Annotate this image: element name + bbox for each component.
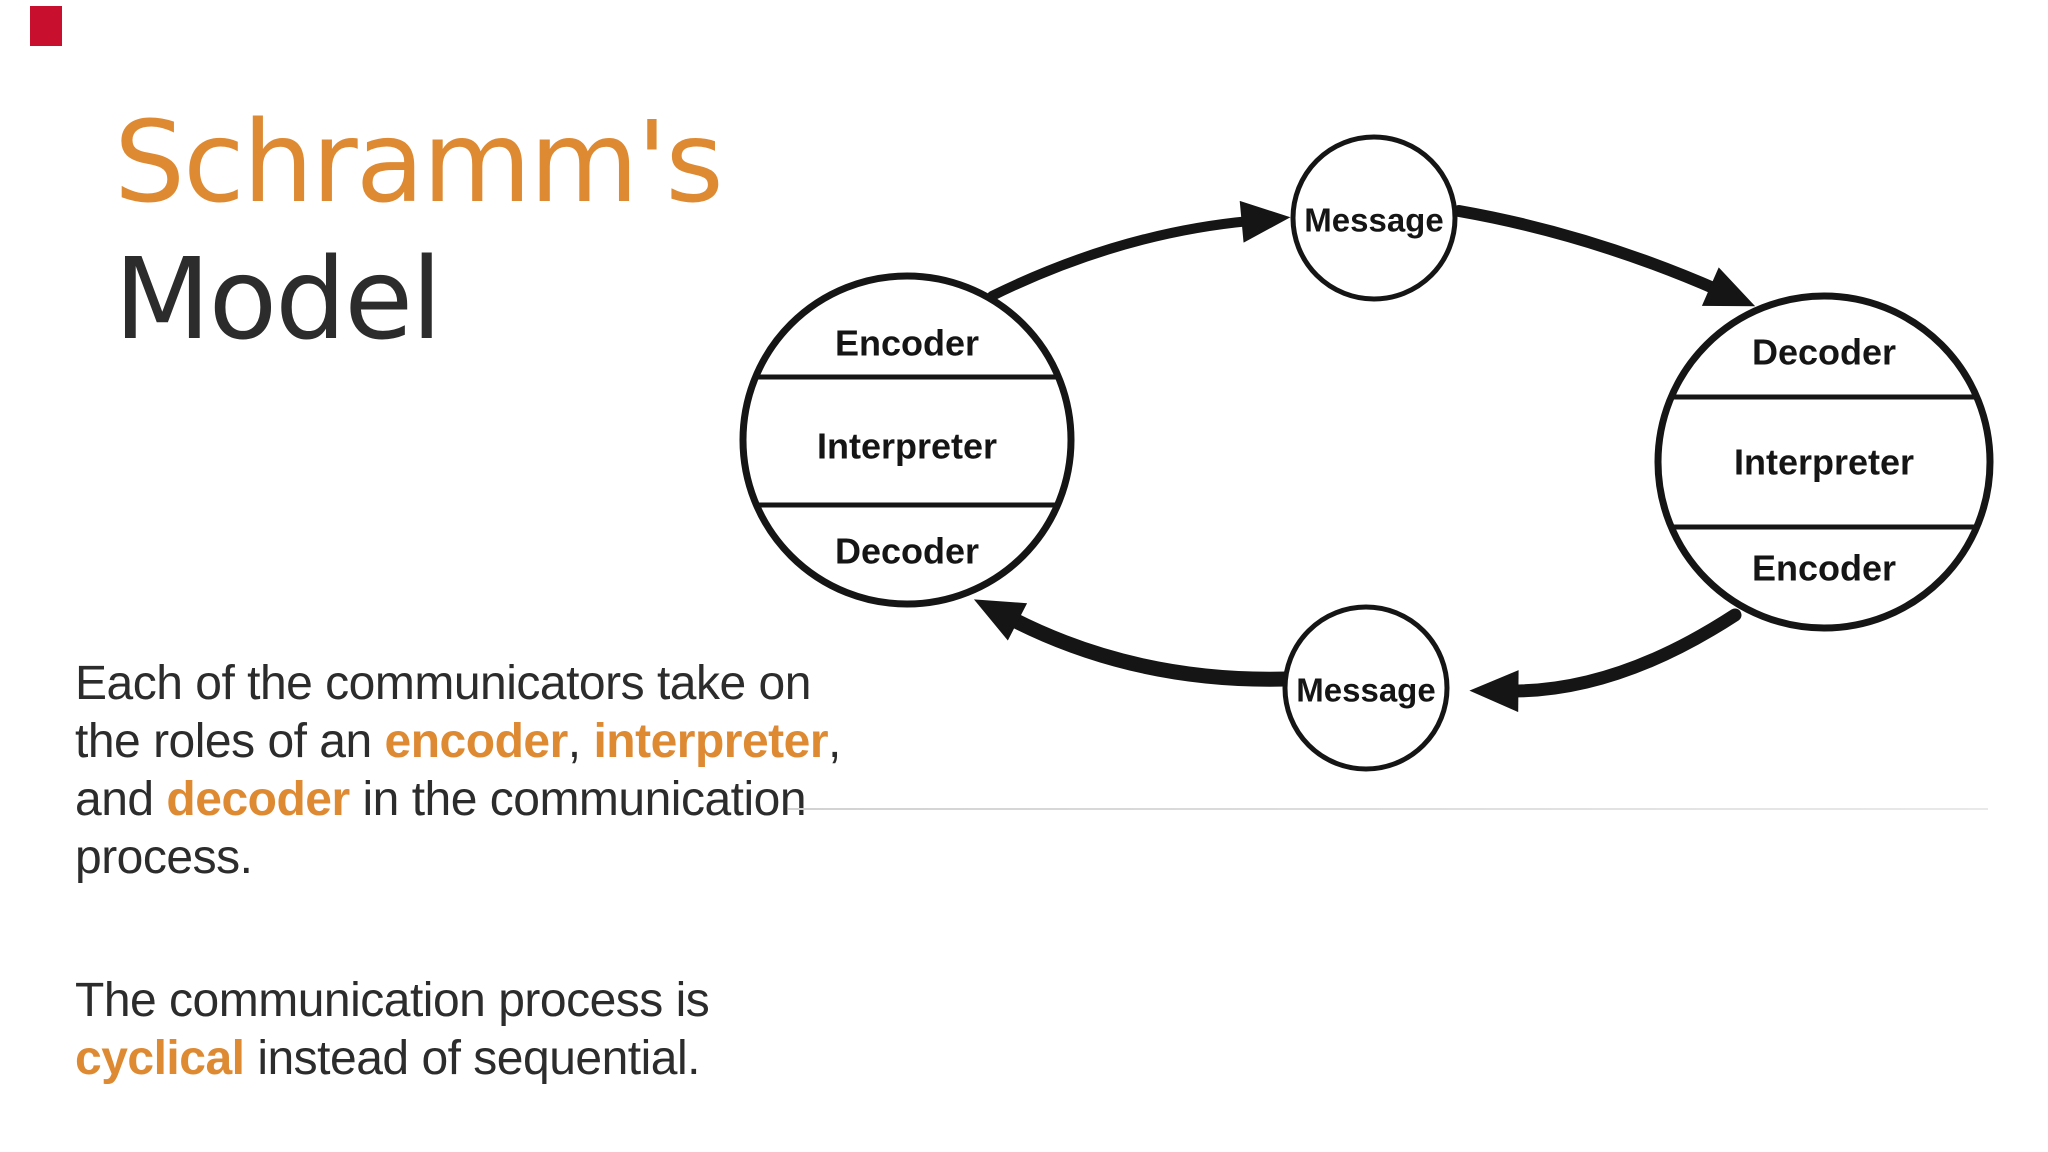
right-decoder-label: Decoder	[1752, 332, 1896, 373]
bottom-message-label: Message	[1296, 672, 1435, 709]
divider-line	[788, 808, 1988, 810]
text-segment: instead of sequential.	[244, 1032, 700, 1085]
left-decoder-label: Decoder	[835, 531, 979, 572]
top-message-circle	[1290, 134, 1458, 302]
text-segment: ,	[567, 715, 594, 768]
right-interpreter-label: Interpreter	[1734, 442, 1914, 483]
slide-title: Schramm's Model	[114, 95, 724, 369]
arrow-left-to-top-message	[987, 200, 1291, 301]
top-message-label: Message	[1304, 202, 1443, 239]
arrow-bottom-message-to-left	[973, 599, 1295, 687]
left-encoder-label: Encoder	[835, 323, 979, 364]
left-interpreter-label: Interpreter	[817, 426, 997, 467]
text-segment: the roles of an	[75, 715, 385, 768]
right-communicator-circle	[1654, 292, 1994, 632]
accent-term: decoder	[166, 773, 350, 826]
text-line: The communication process is	[75, 972, 710, 1030]
text-segment: The communication process is	[75, 974, 710, 1027]
red-marker	[30, 6, 62, 46]
right-encoder-label: Encoder	[1752, 548, 1896, 589]
text-line: and decoder in the communication	[75, 771, 841, 829]
text-line: the roles of an encoder, interpreter,	[75, 713, 841, 771]
text-segment: process.	[75, 831, 253, 884]
title-line-dark: Model	[114, 235, 442, 365]
text-segment: Each of the communicators take on	[75, 657, 811, 710]
accent-term: cyclical	[75, 1032, 245, 1085]
text-segment: and	[75, 773, 167, 826]
accent-term: interpreter	[593, 715, 829, 768]
arrow-right-to-bottom-message	[1469, 608, 1742, 713]
text-segment: ,	[828, 715, 841, 768]
text-segment: in the communication	[349, 773, 807, 826]
accent-term: encoder	[384, 715, 569, 768]
text-line: process.	[75, 829, 841, 887]
left-communicator-circle	[739, 272, 1075, 608]
bottom-message-circle	[1282, 604, 1450, 772]
text-line: Each of the communicators take on	[75, 655, 841, 713]
text-line: cyclical instead of sequential.	[75, 1030, 709, 1088]
title-line-accent: Schramm's	[114, 98, 724, 228]
arrow-top-message-to-right	[1453, 205, 1756, 307]
